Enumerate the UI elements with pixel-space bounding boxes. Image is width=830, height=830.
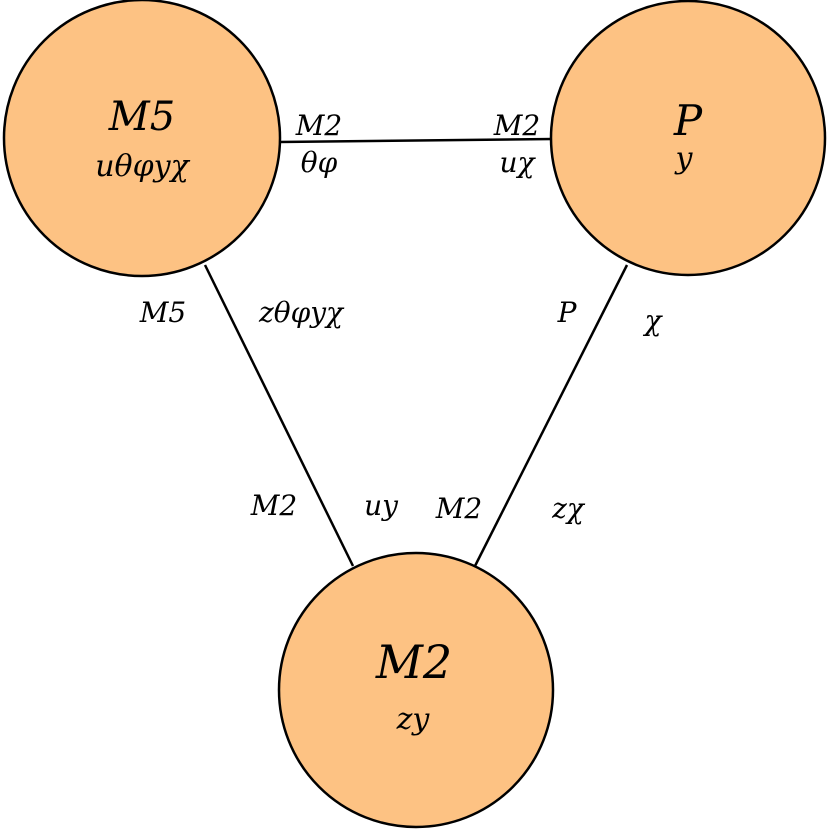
node-m2-title: M2	[375, 635, 452, 689]
edge-p-m2-label-p-sub: χ	[643, 304, 664, 337]
node-m5-circle	[2, 0, 282, 278]
edge-m5-m2-label-m5-sub: zθφyχ	[258, 296, 345, 329]
node-m5-subtitle: uθφyχ	[95, 149, 190, 184]
node-p-circle	[549, 0, 827, 277]
edge-m5-p-label-p-title: M2	[493, 109, 540, 142]
edge-m5-p-label-p-sub: uχ	[500, 146, 537, 179]
node-p: P y	[549, 0, 827, 277]
node-m2-circle	[277, 551, 555, 829]
node-m5-title: M5	[108, 94, 175, 140]
node-p-subtitle: y	[674, 141, 694, 176]
node-m2-subtitle: zy	[396, 702, 431, 737]
edge-m5-p-label-m5-title: M2	[295, 109, 342, 142]
node-m2: M2 zy	[277, 551, 555, 829]
edge-m5-m2-label-m5-title: M5	[139, 296, 186, 329]
edge-m5-m2-label-m2-title: M2	[250, 489, 297, 522]
edge-m5-m2-label-m2-sub: uy	[364, 489, 399, 522]
edge-p-m2-label-m2-sub: zχ	[551, 492, 586, 525]
edge-p-m2-label-p-title: P	[557, 296, 578, 329]
edge-p-m2-label-m2-title: M2	[435, 492, 482, 525]
node-p-title: P	[673, 96, 703, 145]
edge-m5-p-label-m5-sub: θφ	[301, 146, 338, 179]
edge-m5-p	[278, 137, 554, 144]
edge-p-m2	[473, 264, 629, 567]
node-m5: M5 uθφyχ	[2, 0, 282, 278]
edge-m5-m2	[203, 264, 355, 567]
